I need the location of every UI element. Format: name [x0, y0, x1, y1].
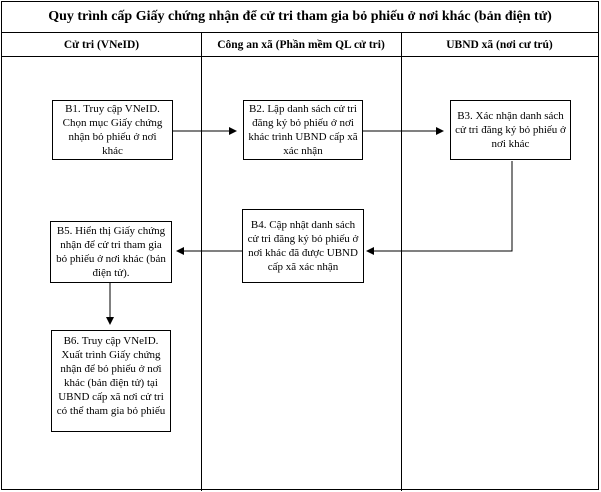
diagram-title: Quy trình cấp Giấy chứng nhận để cử tri …: [2, 2, 598, 33]
step-b3: B3. Xác nhận danh sách cử tri đăng ký bỏ…: [450, 100, 571, 160]
step-b6: B6. Truy cập VNeID. Xuất trình Giấy chứn…: [51, 330, 171, 432]
step-b4: B4. Cập nhật danh sách cử tri đăng ký bỏ…: [242, 209, 364, 283]
lane-header-voter: Cử tri (VNeID): [2, 33, 201, 57]
step-b2: B2. Lập danh sách cử tri đăng ký bỏ phiế…: [243, 100, 363, 160]
lane-header-commune: UBND xã (nơi cư trú): [401, 33, 598, 57]
lane-divider: [401, 33, 402, 491]
lane-divider: [201, 33, 202, 491]
lane-header-police: Công an xã (Phần mềm QL cử tri): [201, 33, 401, 57]
step-b5: B5. Hiển thị Giấy chứng nhận để cử tri t…: [50, 221, 172, 283]
step-b1: B1. Truy cập VNeID. Chọn mục Giấy chứng …: [52, 100, 173, 160]
